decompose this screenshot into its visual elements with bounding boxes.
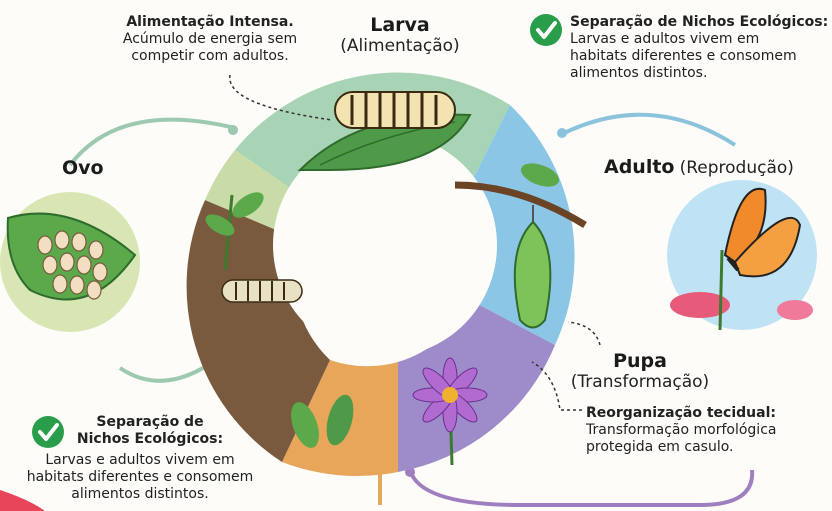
check-icon-egg	[32, 416, 64, 448]
pupa-note-line2: protegida em casulo.	[586, 439, 734, 455]
adulto-label-group: Adulto (Reprodução)	[604, 156, 794, 178]
pupa-note-heading: Reorganização tecidual:	[586, 405, 776, 421]
check-icon-adult	[530, 14, 562, 46]
egg-niche-heading-group: Separação de Nichos Ecológicos:	[70, 414, 230, 448]
larva-note-line2: competir com adultos.	[131, 48, 289, 64]
desert-leaves	[291, 394, 354, 448]
larva-caterpillar	[334, 91, 456, 129]
egg-niche-line2: habitats diferentes e consomem	[26, 469, 254, 485]
leader-pupa-note	[531, 361, 582, 411]
adulto-subtitle: (Reprodução)	[679, 158, 794, 178]
decor-red	[0, 490, 45, 511]
larva-note: Alimentação Intensa. Acúmulo de energia …	[100, 14, 320, 65]
arc-purple	[408, 469, 755, 507]
adult-niche-line1: Larvas e adultos vivem em	[570, 31, 760, 47]
arc-egg-to-larva	[68, 117, 236, 167]
egg-niche-line1: Larvas e adultos vivem em	[45, 452, 235, 468]
arc-larva-to-adult	[559, 112, 737, 147]
larva-note-heading: Alimentação Intensa.	[126, 14, 294, 30]
larva-note-line1: Acúmulo de energia sem	[122, 31, 298, 47]
soil-plant	[205, 192, 264, 271]
adulto-title: Adulto	[604, 156, 675, 178]
adult-niche-line2: habitats diferentes e consomem	[570, 48, 797, 64]
adult-niche-line3: alimentos distintos.	[570, 65, 708, 81]
egg-niche-heading2: Nichos Ecológicos:	[76, 431, 224, 447]
egg-niche-note: Larvas e adultos vivem em habitats difer…	[5, 452, 275, 503]
arc-egg-bottom	[118, 363, 210, 383]
pupa-title: Pupa	[613, 350, 667, 372]
leader-larva	[229, 74, 333, 121]
purple-flower	[412, 357, 488, 466]
pupa-branch	[454, 163, 587, 228]
egg-leaf-illustration	[0, 192, 140, 332]
ovo-title: Ovo	[62, 157, 104, 179]
butterfly-illustration	[667, 180, 817, 331]
soil-caterpillar	[221, 279, 303, 303]
pupa-note: Reorganização tecidual: Transformação mo…	[586, 405, 826, 456]
adult-niche-note: Separação de Nichos Ecológicos: Larvas e…	[570, 14, 832, 82]
egg-niche-line3: alimentos distintos.	[71, 486, 209, 502]
leader-pupa-up	[567, 321, 601, 346]
pupa-label-group: Pupa (Transformação)	[565, 350, 715, 392]
larva-subtitle: (Alimentação)	[340, 36, 460, 56]
chrysalis	[513, 205, 552, 329]
larva-label-group: Larva (Alimentação)	[330, 14, 470, 56]
egg-niche-heading1: Separação de	[96, 414, 204, 430]
larva-title: Larva	[370, 14, 430, 36]
adult-niche-heading: Separação de Nichos Ecológicos:	[570, 14, 829, 30]
pupa-note-line1: Transformação morfológica	[586, 422, 777, 438]
pupa-subtitle: (Transformação)	[570, 372, 710, 392]
